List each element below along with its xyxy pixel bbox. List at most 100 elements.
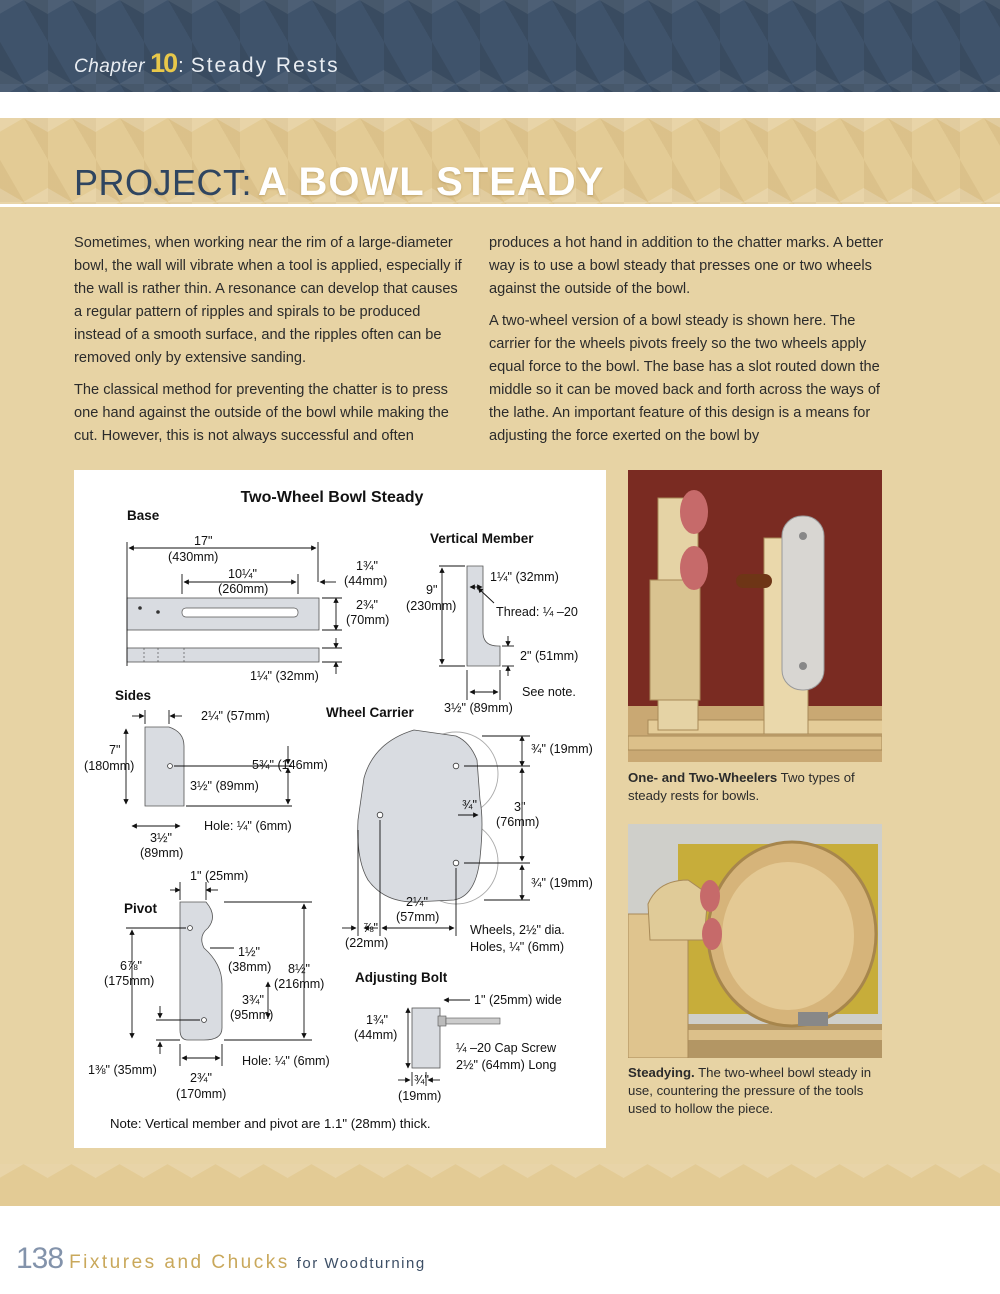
bolt-block-height: 1¾" bbox=[366, 1013, 388, 1027]
chapter-header-band: Chapter 10 : Steady Rests bbox=[0, 0, 1000, 92]
vertical-member-shape bbox=[466, 565, 501, 667]
bolt-offset: ¾" bbox=[414, 1073, 429, 1087]
vertical-member-heading: Vertical Member bbox=[430, 531, 534, 546]
caption1-text: Two types of steady rests for bowls. bbox=[628, 770, 855, 803]
vertical-height-mm: (230mm) bbox=[406, 599, 456, 613]
caption2-heading: Steadying. bbox=[628, 1065, 695, 1080]
carrier-wheels-spec: Wheels, 2½" dia. bbox=[470, 923, 565, 937]
base-slot-length: 10¼" bbox=[228, 567, 257, 581]
base-slot bbox=[181, 607, 299, 618]
pivot-hole bbox=[187, 925, 193, 931]
sides-shape bbox=[144, 726, 185, 807]
sides-hole-offset: 3½" (89mm) bbox=[190, 779, 259, 793]
carrier-top-offset: ¾" (19mm) bbox=[531, 742, 593, 756]
bolt-shank bbox=[445, 1017, 501, 1025]
base-end-offset: 1¾" bbox=[356, 559, 378, 573]
bolt-offset-mm: (19mm) bbox=[398, 1089, 441, 1103]
pivot-hole-size: Hole: ¼" (6mm) bbox=[242, 1054, 330, 1068]
pivot-notch-width-mm: (38mm) bbox=[228, 960, 271, 974]
pivot-heading: Pivot bbox=[124, 901, 158, 916]
bowl-steady-diagram: Two-Wheel Bowl Steady Base 17" (430mm) 1… bbox=[74, 470, 606, 1148]
sides-height: 7" bbox=[109, 743, 120, 757]
sides-height-mm: (180mm) bbox=[84, 759, 134, 773]
body-paragraph: produces a hot hand in addition to the c… bbox=[489, 235, 884, 297]
project-prefix: PROJECT: bbox=[74, 162, 253, 203]
caption1-heading: One- and Two-Wheelers bbox=[628, 770, 778, 785]
title-rule bbox=[0, 204, 1000, 207]
photo1-illustration bbox=[628, 470, 882, 762]
vertical-height: 9" bbox=[426, 583, 437, 597]
body-column-left: Sometimes, when working near the rim of … bbox=[74, 232, 469, 457]
carrier-mid-offset: ¾" bbox=[462, 798, 477, 812]
panel-top-pattern bbox=[0, 118, 1000, 206]
project-panel: PROJECT: A BOWL STEADY Sometimes, when w… bbox=[0, 118, 1000, 1206]
body-paragraph: A two-wheel version of a bowl steady is … bbox=[489, 313, 880, 444]
photo2-caption: Steadying. The two-wheel bowl steady in … bbox=[628, 1064, 888, 1118]
pivot-notch-width: 1½" bbox=[238, 945, 260, 959]
carrier-pivot-offset: ⅞" bbox=[363, 921, 378, 935]
base-width-mm: (70mm) bbox=[346, 613, 389, 627]
bolt-head bbox=[437, 1015, 447, 1027]
pivot-bottom-width-mm: (170mm) bbox=[176, 1087, 226, 1101]
base-hole bbox=[138, 606, 142, 610]
sides-bottom-width-mm: (89mm) bbox=[140, 846, 183, 860]
bolt-block-height-mm: (44mm) bbox=[354, 1028, 397, 1042]
pivot-hole-spacing-mm: (175mm) bbox=[104, 974, 154, 988]
carrier-axle-hole bbox=[452, 859, 460, 867]
base-width: 2¾" bbox=[356, 598, 378, 612]
base-heading: Base bbox=[127, 508, 160, 523]
sides-hole-size: Hole: ¼" (6mm) bbox=[204, 819, 292, 833]
chapter-word: Chapter bbox=[74, 56, 146, 77]
adjusting-bolt-block bbox=[411, 1007, 441, 1069]
base-thickness: 1¼" (32mm) bbox=[250, 669, 319, 683]
page-number: 138 bbox=[16, 1242, 64, 1275]
pivot-shape bbox=[179, 901, 223, 1041]
photo2-illustration bbox=[628, 824, 882, 1058]
sides-heading: Sides bbox=[115, 688, 151, 703]
carrier-pivot-offset-mm: (22mm) bbox=[345, 936, 388, 950]
carrier-bottom-offset: ¾" (19mm) bbox=[531, 876, 593, 890]
base-end-offset-mm: (44mm) bbox=[344, 574, 387, 588]
photo1-caption: One- and Two-Wheelers Two types of stead… bbox=[628, 769, 888, 805]
vertical-thread: Thread: ¼ –20 bbox=[496, 605, 578, 619]
photo-one-and-two-wheelers bbox=[628, 470, 882, 762]
pivot-bottom-offset: 1⅜" (35mm) bbox=[88, 1063, 157, 1077]
base-length-mm: (430mm) bbox=[168, 550, 218, 564]
sides-bottom-width: 3½" bbox=[150, 831, 172, 845]
body-column-right: produces a hot hand in addition to the c… bbox=[489, 232, 884, 457]
diagram-title: Two-Wheel Bowl Steady bbox=[241, 489, 424, 506]
carrier-pivot-hole bbox=[376, 811, 384, 819]
chapter-colon: : bbox=[178, 55, 184, 77]
wheel-carrier-shape bbox=[357, 729, 483, 903]
base-slot-length-mm: (260mm) bbox=[218, 582, 268, 596]
pivot-height: 8½" bbox=[288, 962, 310, 976]
pivot-top-width: 1" (25mm) bbox=[190, 869, 248, 883]
bolt-length: 2½" (64mm) Long bbox=[456, 1058, 556, 1072]
caption2-text: The two-wheel bowl steady in use, counte… bbox=[628, 1065, 872, 1116]
body-paragraph: The classical method for preventing the … bbox=[74, 382, 449, 444]
bolt-cap-screw: ¼ –20 Cap Screw bbox=[456, 1041, 557, 1055]
book-subtitle: for Woodturning bbox=[296, 1255, 426, 1272]
diagram-svg: Two-Wheel Bowl Steady Base 17" (430mm) 1… bbox=[84, 489, 593, 1131]
body-paragraph: Sometimes, when working near the rim of … bbox=[74, 235, 462, 366]
carrier-wheel-offset: 2¼" bbox=[406, 895, 428, 909]
project-name: A BOWL STEADY bbox=[258, 160, 605, 204]
vertical-note-ref: See note. bbox=[522, 685, 576, 699]
pivot-hole-height-mm: (95mm) bbox=[230, 1008, 273, 1022]
book-title: Fixtures and Chucks bbox=[69, 1252, 290, 1273]
sides-hole-height: 5¾" (146mm) bbox=[252, 758, 328, 772]
vertical-foot-height: 2" (51mm) bbox=[520, 649, 578, 663]
chapter-number: 10 bbox=[150, 48, 178, 78]
wheel-carrier-heading: Wheel Carrier bbox=[326, 705, 415, 720]
carrier-axle-spacing: 3" bbox=[514, 800, 525, 814]
header-divider bbox=[0, 92, 1000, 118]
carrier-holes-spec: Holes, ¼" (6mm) bbox=[470, 940, 564, 954]
pivot-hole-spacing: 6⅞" bbox=[120, 959, 142, 973]
base-side-view bbox=[126, 647, 320, 663]
base-hole bbox=[156, 610, 160, 614]
pivot-hole-height: 3¾" bbox=[242, 993, 264, 1007]
chapter-title: Steady Rests bbox=[190, 54, 340, 77]
vertical-base-length: 3½" (89mm) bbox=[444, 701, 513, 715]
sides-top-width: 2¼" (57mm) bbox=[201, 709, 270, 723]
diagram-note: Note: Vertical member and pivot are 1.1"… bbox=[110, 1116, 431, 1131]
